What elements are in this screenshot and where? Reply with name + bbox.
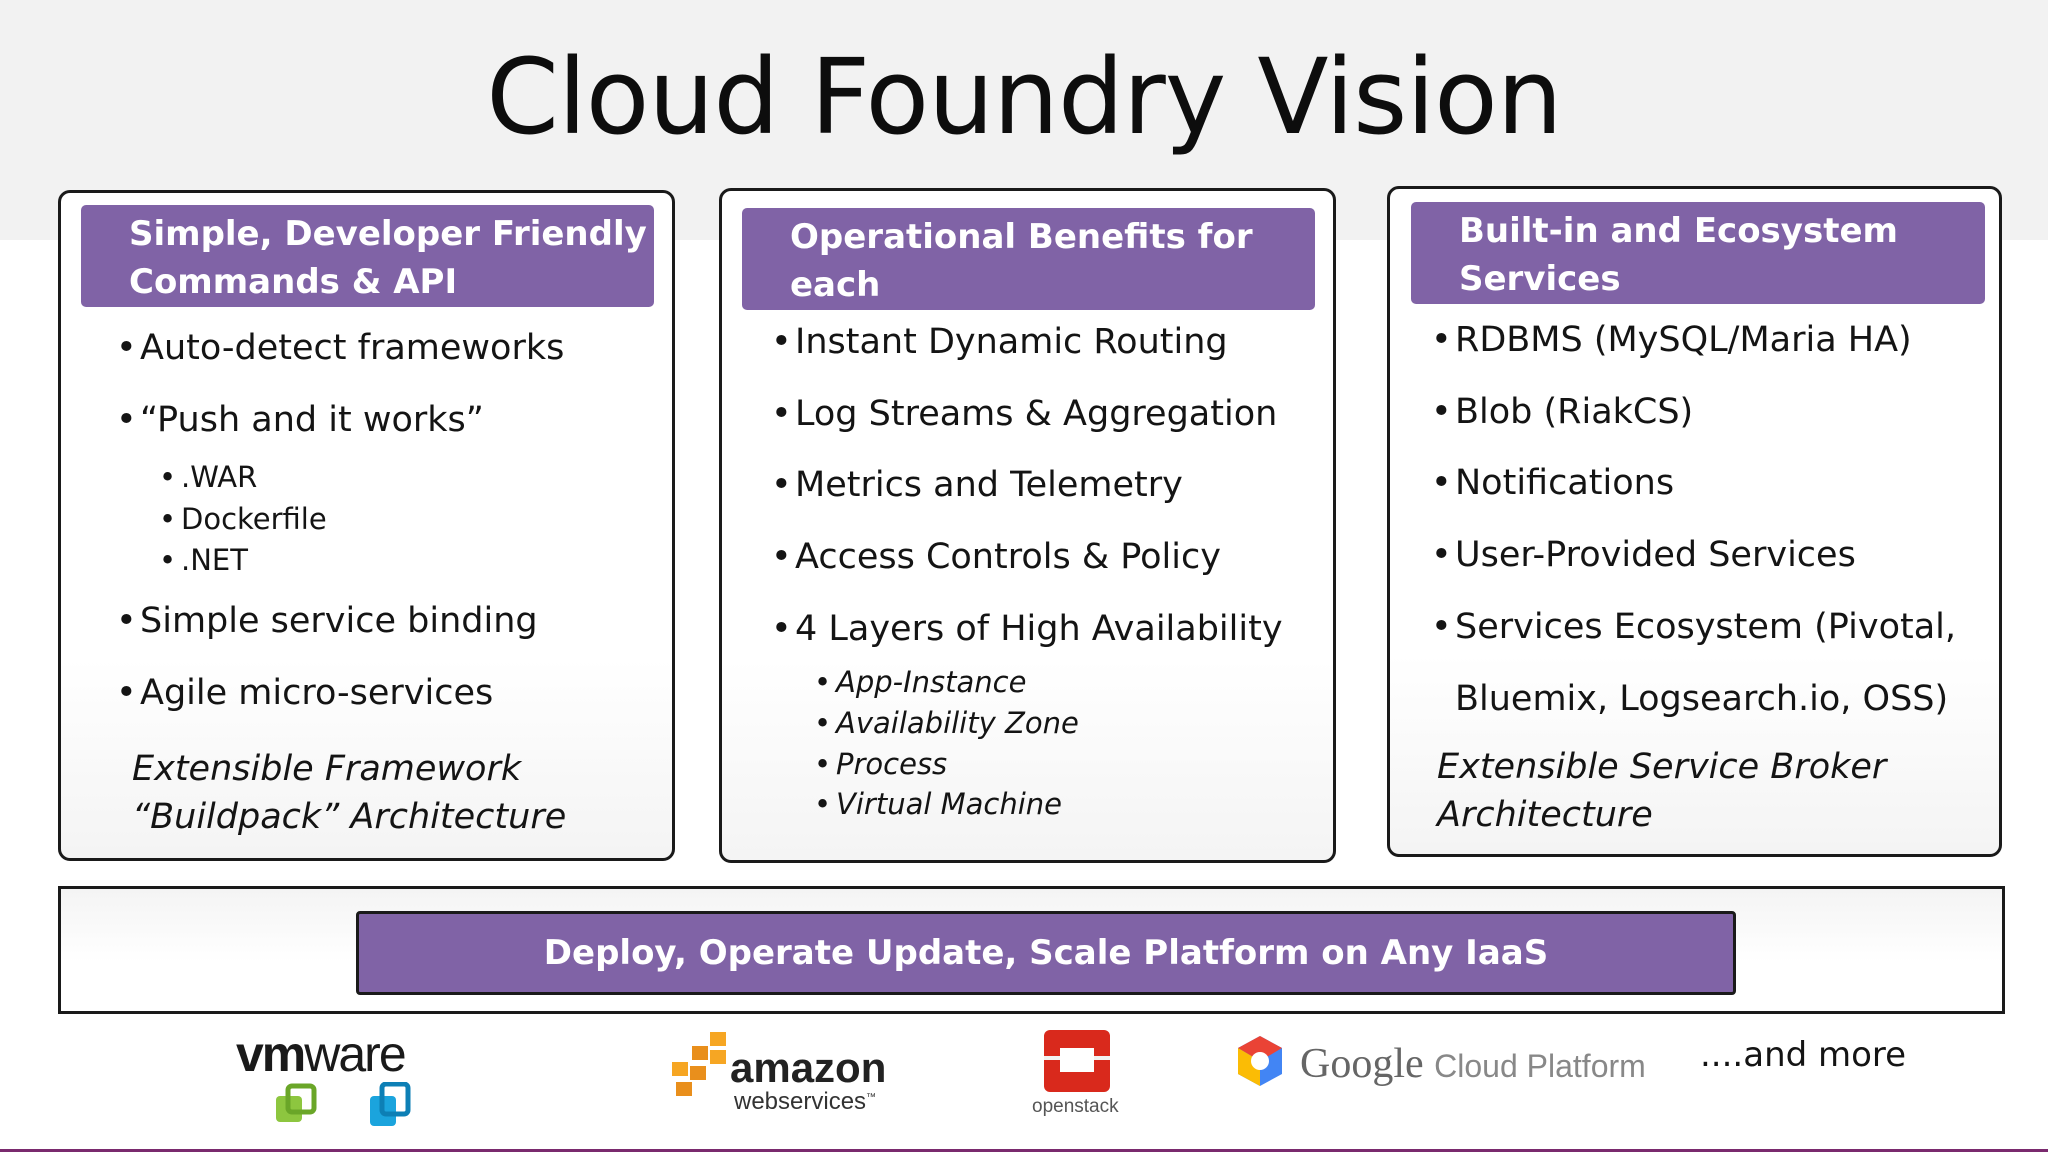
- italic-line-2: Architecture: [1437, 795, 1653, 835]
- amazon-sub-text: webservices: [734, 1088, 867, 1115]
- vmware-text-a: vm: [236, 1026, 306, 1082]
- heading-line-1: Built-in and Ecosystem: [1459, 211, 1898, 251]
- italic-note-services: Extensible Service Broker Architecture: [1437, 743, 1886, 839]
- vmware-icons: [276, 1082, 411, 1126]
- heading-line-1: Operational Benefits for each: [790, 217, 1253, 305]
- bullet-metrics: Metrics and Telemetry: [771, 465, 1183, 505]
- slide-title: Cloud Foundry Vision: [486, 36, 1562, 158]
- amazon-webservices-text: webservices™: [734, 1088, 876, 1116]
- bullet-push: “Push and it works”: [116, 400, 484, 440]
- sub-bullet-virtual-machine: Virtual Machine: [814, 787, 1062, 821]
- sub-bullet-war: .WAR: [159, 460, 257, 494]
- bullet-blob: Blob (RiakCS): [1431, 392, 1693, 432]
- google-cloud-hexagon-icon: [1238, 1036, 1282, 1086]
- amazon-logo: amazon webservices™: [668, 1026, 908, 1141]
- openstack-text: openstack: [1032, 1096, 1119, 1117]
- bullet-micro-services: Agile micro-services: [116, 673, 493, 713]
- bullet-ecosystem-continued: Bluemix, Logsearch.io, OSS): [1455, 679, 1949, 719]
- google-cloud-logo: Google Cloud Platform: [1230, 1030, 1650, 1100]
- bullet-access-controls: Access Controls & Policy: [771, 537, 1221, 577]
- google-text: Google: [1300, 1041, 1424, 1087]
- bullet-auto-detect: Auto-detect frameworks: [116, 328, 564, 368]
- sub-bullet-net: .NET: [159, 543, 248, 577]
- panel-developer-heading: Simple, Developer Friendly Commands & AP…: [81, 205, 654, 307]
- sub-bullet-app-instance: App-Instance: [814, 665, 1027, 699]
- heading-line-2: Services: [1459, 259, 1621, 299]
- vmware-logo: vmware: [236, 1026, 466, 1141]
- openstack-logo: openstack: [1028, 1028, 1148, 1128]
- amazon-trademark: ™: [866, 1092, 877, 1103]
- amazon-text: amazon: [730, 1044, 887, 1091]
- bullet-service-binding: Simple service binding: [116, 601, 538, 641]
- cloud-platform-text: Cloud Platform: [1434, 1048, 1646, 1084]
- panel-operational-heading: Operational Benefits for each Applicatio…: [742, 208, 1315, 353]
- bullet-routing: Instant Dynamic Routing: [771, 322, 1228, 362]
- heading-line-1: Simple, Developer Friendly: [129, 214, 647, 254]
- bullet-notifications: Notifications: [1431, 463, 1674, 503]
- bullet-log-streams: Log Streams & Aggregation: [771, 394, 1277, 434]
- google-cloud-text: Google Cloud Platform: [1300, 1040, 1646, 1088]
- sub-bullet-dockerfile: Dockerfile: [159, 502, 327, 536]
- italic-line-1: Extensible Service Broker: [1437, 747, 1887, 787]
- bullet-rdbms: RDBMS (MySQL/Maria HA): [1431, 320, 1912, 360]
- aws-cubes-icon: [672, 1032, 726, 1096]
- bullet-high-availability: 4 Layers of High Availability: [771, 609, 1283, 649]
- sub-bullet-process: Process: [814, 747, 947, 781]
- and-more-label: ....and more: [1700, 1035, 1907, 1075]
- vmware-text-b: ware: [304, 1026, 406, 1082]
- italic-note-developer: Extensible Framework “Buildpack” Archite…: [132, 745, 566, 841]
- openstack-icon: [1044, 1030, 1110, 1092]
- sub-bullet-availability-zone: Availability Zone: [814, 706, 1079, 740]
- italic-line-2: “Buildpack” Architecture: [132, 797, 567, 837]
- bottom-rule: [0, 1149, 2048, 1152]
- heading-line-2: Commands & API: [129, 262, 458, 302]
- italic-line-1: Extensible Framework: [132, 749, 522, 789]
- panel-services-heading: Built-in and Ecosystem Services: [1411, 202, 1985, 304]
- bullet-ecosystem: Services Ecosystem (Pivotal,: [1431, 607, 1956, 647]
- platform-band: Deploy, Operate Update, Scale Platform o…: [356, 911, 1736, 995]
- bullet-user-provided: User-Provided Services: [1431, 535, 1856, 575]
